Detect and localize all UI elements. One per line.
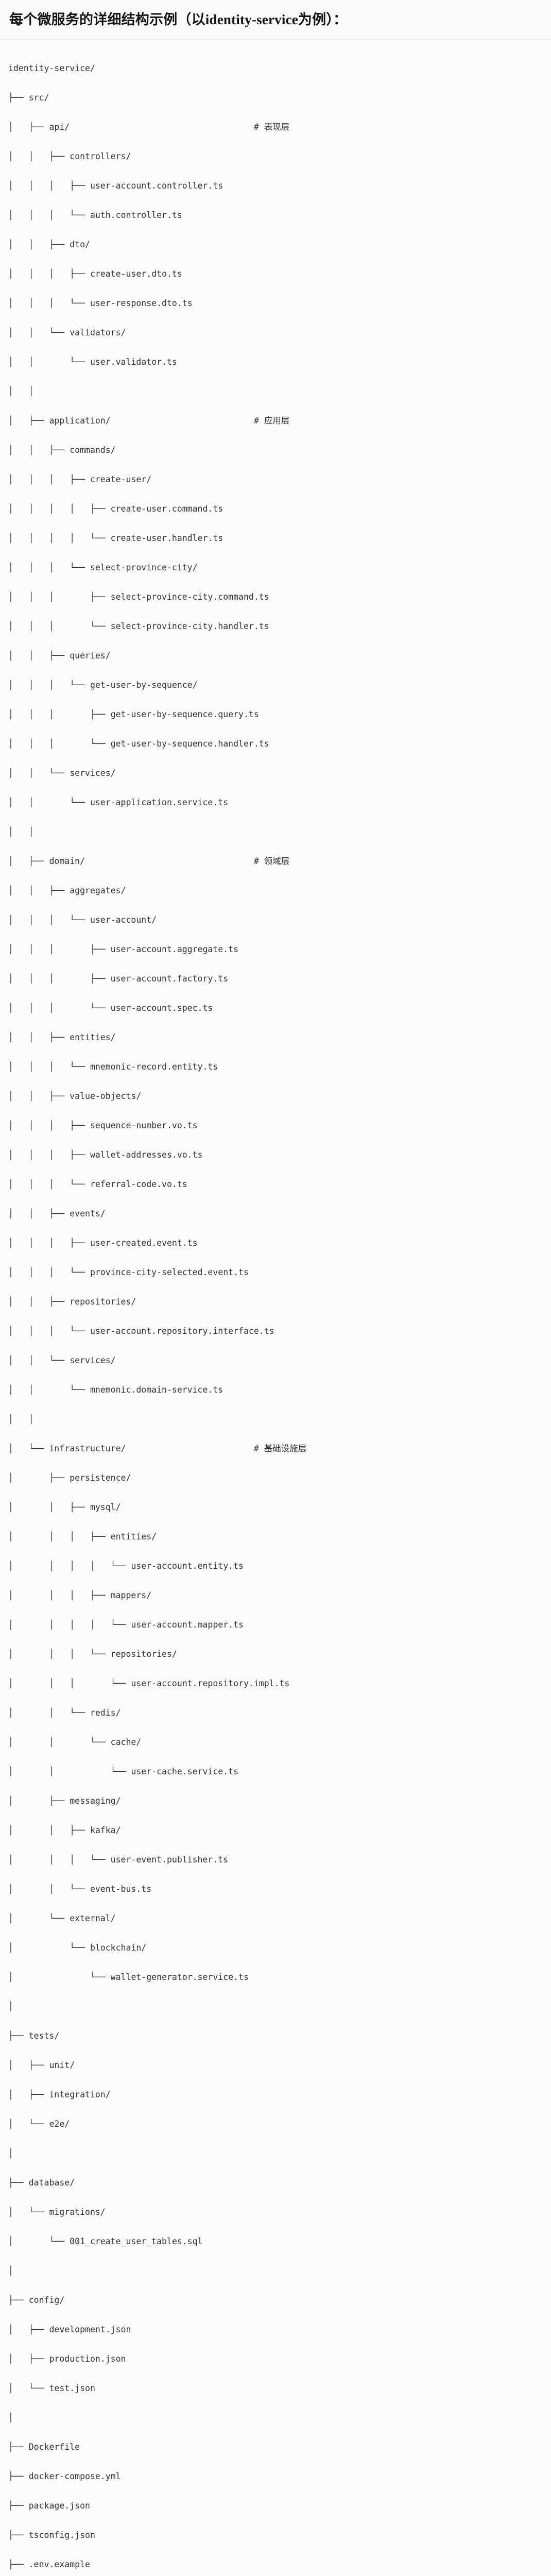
- tree-line: │ │ │ ├── entities/: [8, 1532, 157, 1542]
- tree-line: identity-service/: [8, 63, 95, 74]
- tree-line: │ │ └── services/: [8, 768, 116, 778]
- tree-line: │ │ ├── entities/: [8, 1032, 116, 1043]
- tree-line: ├── tests/: [8, 2031, 60, 2041]
- title-bar: 每个微服务的详细结构示例（以identity-service为例）：: [0, 0, 551, 40]
- tree-line: │ └── e2e/: [8, 2119, 70, 2129]
- tree-line: │ ├── integration/: [8, 2090, 111, 2100]
- tree-line: │ │ │ └── mnemonic-record.entity.ts: [8, 1062, 218, 1072]
- tree-line: │ ├── api/ # 表现层: [8, 122, 290, 132]
- tree-line: ├── database/: [8, 2178, 75, 2188]
- tree-line: │ │ └── user.validator.ts: [8, 357, 177, 367]
- tree-line: │ │ ├── controllers/: [8, 151, 131, 162]
- tree-line: │ └── wallet-generator.service.ts: [8, 1972, 249, 1982]
- tree-line: ├── package.json: [8, 2501, 90, 2511]
- tree-line: │ │ └── event-bus.ts: [8, 1884, 152, 1894]
- tree-line: │: [8, 2413, 13, 2423]
- tree-line: ├── config/: [8, 2295, 65, 2306]
- tree-line: │ │ └── user-cache.service.ts: [8, 1767, 239, 1777]
- tree-line: │ └── infrastructure/ # 基础设施层: [8, 1444, 307, 1454]
- tree-line: │ │ │ └── user-account.repository.interf…: [8, 1326, 274, 1336]
- tree-line: ├── tsconfig.json: [8, 2530, 95, 2540]
- tree-line: │ │ │ └── user-account/: [8, 915, 157, 925]
- tree-line: │ │ │ ├── select-province-city.command.t…: [8, 592, 269, 602]
- tree-line: │ ├── production.json: [8, 2354, 126, 2364]
- tree-line: │ │ │ └── repositories/: [8, 1649, 177, 1659]
- tree-line: │: [8, 2148, 13, 2159]
- tree-line: │: [8, 2266, 13, 2276]
- tree-line: ├── src/: [8, 93, 49, 103]
- tree-line: ├── docker-compose.yml: [8, 2471, 121, 2482]
- tree-line: │ │ │ ├── sequence-number.vo.ts: [8, 1121, 198, 1131]
- tree-line: │ │ │ │ └── create-user.handler.ts: [8, 533, 223, 544]
- tree-line: │ ├── application/ # 应用层: [8, 416, 290, 426]
- tree-line: ├── Dockerfile: [8, 2442, 80, 2452]
- tree-line: │ └── migrations/: [8, 2207, 106, 2217]
- tree-line: │ │ ├── events/: [8, 1209, 106, 1219]
- directory-tree: identity-service/ ├── src/ │ ├── api/ # …: [8, 61, 543, 2576]
- tree-line: │ │ └── services/: [8, 1355, 116, 1366]
- tree-line: ├── .env.example: [8, 2560, 90, 2570]
- tree-line: │ │ └── user-application.service.ts: [8, 798, 229, 808]
- tree-line: │ │ ├── mysql/: [8, 1502, 121, 1513]
- tree-line: │ │ ├── aggregates/: [8, 886, 126, 896]
- tree-line: │ │ │ └── auth.controller.ts: [8, 210, 182, 221]
- tree-line: │ │ │ ├── get-user-by-sequence.query.ts: [8, 709, 259, 720]
- tree-line: │ │ │ ├── user-account.controller.ts: [8, 181, 223, 191]
- tree-line: │ │ │ ├── wallet-addresses.vo.ts: [8, 1150, 203, 1160]
- tree-line: │ │ │ │ ├── create-user.command.ts: [8, 504, 223, 514]
- tree-line: │ │ │ │ └── user-account.entity.ts: [8, 1561, 244, 1571]
- page-title: 每个微服务的详细结构示例（以identity-service为例）：: [9, 12, 348, 27]
- tree-line: │ │ ├── value-objects/: [8, 1091, 142, 1101]
- tree-line: │ └── 001_create_user_tables.sql: [8, 2236, 203, 2247]
- tree-line: │ │ │ └── province-city-selected.event.t…: [8, 1267, 249, 1278]
- tree-line: │ ├── messaging/: [8, 1796, 121, 1806]
- tree-line: │ │: [8, 386, 34, 397]
- tree-line: │ │ └── validators/: [8, 328, 126, 338]
- tree-line: │ └── blockchain/: [8, 1943, 147, 1953]
- tree-line: │ │ │ └── get-user-by-sequence.handler.t…: [8, 739, 269, 749]
- tree-line: │ │ │ └── select-province-city.handler.t…: [8, 621, 269, 632]
- tree-line: │ ├── unit/: [8, 2060, 75, 2071]
- tree-line: │ ├── development.json: [8, 2325, 131, 2335]
- tree-line: │ └── external/: [8, 1913, 116, 1924]
- tree-line: │ │ │ └── select-province-city/: [8, 563, 198, 573]
- tree-line: │ │ └── cache/: [8, 1737, 142, 1748]
- tree-line: │ │ │ ├── user-account.factory.ts: [8, 974, 229, 984]
- tree-line: │ │ ├── kafka/: [8, 1825, 121, 1836]
- tree-line: │ │ ├── repositories/: [8, 1297, 136, 1307]
- directory-tree-block: identity-service/ ├── src/ │ ├── api/ # …: [0, 39, 551, 2576]
- tree-line: │ │ │ └── referral-code.vo.ts: [8, 1179, 187, 1190]
- tree-line: │ │ │ ├── mappers/: [8, 1590, 152, 1601]
- tree-line: │ │ └── mnemonic.domain-service.ts: [8, 1385, 223, 1395]
- tree-line: │ ├── domain/ # 领域层: [8, 856, 290, 867]
- tree-line: │ │ │ └── user-account.spec.ts: [8, 1003, 213, 1013]
- tree-line: │ │ │ └── user-response.dto.ts: [8, 298, 193, 309]
- tree-line: │ └── test.json: [8, 2383, 95, 2394]
- tree-line: │ │ │ ├── user-account.aggregate.ts: [8, 944, 239, 955]
- tree-line: │ │ └── redis/: [8, 1708, 121, 1718]
- tree-line: │ │ │ └── user-account.repository.impl.t…: [8, 1679, 290, 1689]
- tree-line: │ │ │ ├── user-created.event.ts: [8, 1238, 198, 1248]
- tree-line: │ │ │ ├── create-user/: [8, 474, 152, 485]
- tree-line: │ │ ├── dto/: [8, 240, 90, 250]
- tree-line: │ │ │ │ └── user-account.mapper.ts: [8, 1620, 244, 1630]
- tree-line: │ │ │ ├── create-user.dto.ts: [8, 269, 182, 279]
- tree-line: │ │ ├── queries/: [8, 651, 111, 661]
- tree-line: │ │ │ └── user-event.publisher.ts: [8, 1855, 229, 1865]
- tree-line: │ ├── persistence/: [8, 1473, 131, 1483]
- tree-line: │: [8, 2002, 13, 2012]
- tree-line: │ │ │ └── get-user-by-sequence/: [8, 680, 198, 690]
- tree-line: │ │: [8, 1414, 34, 1425]
- tree-line: │ │ ├── commands/: [8, 445, 116, 455]
- tree-line: │ │: [8, 827, 34, 837]
